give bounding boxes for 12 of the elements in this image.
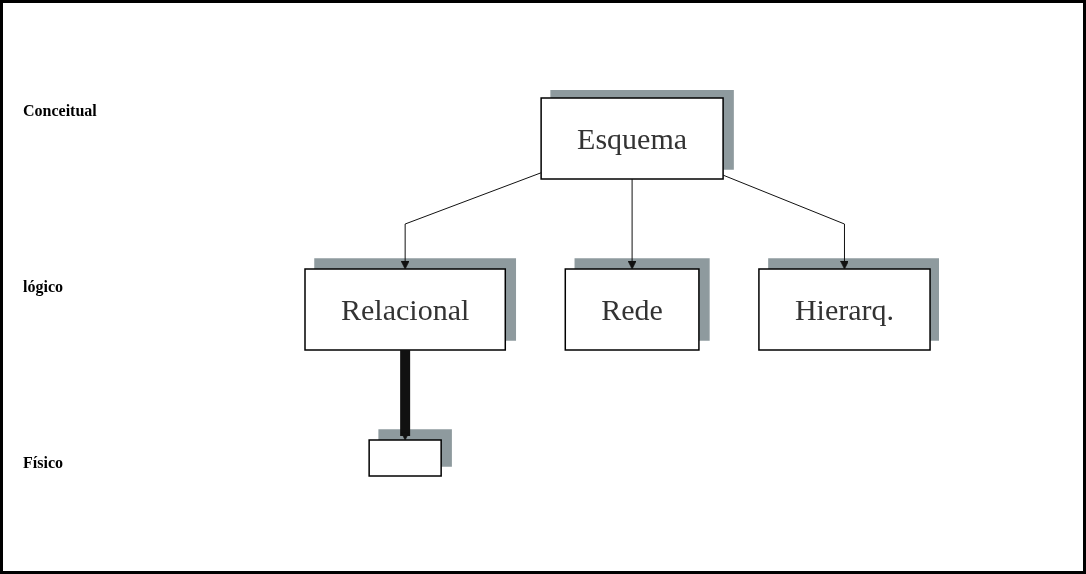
level-label: Físico <box>23 454 64 472</box>
arrow <box>400 350 411 441</box>
arrow <box>723 174 850 270</box>
arrow <box>628 178 637 270</box>
node-box: Esquema <box>540 97 725 180</box>
arrow <box>401 172 543 270</box>
node-box: Hierarq. <box>758 268 932 351</box>
node-box <box>368 439 443 477</box>
level-label: lógico <box>23 278 64 296</box>
node-box: Rede <box>565 268 701 351</box>
node-box: Relacional <box>304 268 507 351</box>
level-label: Conceitual <box>23 102 98 120</box>
